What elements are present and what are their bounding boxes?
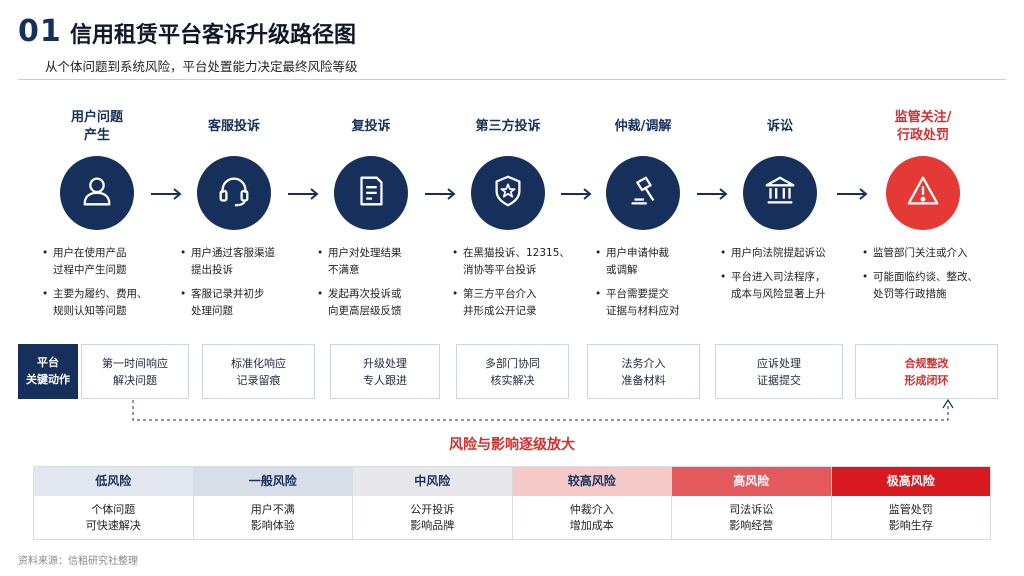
risk-level-impact: 个体问题可快速解决: [85, 502, 141, 532]
action-card: 标准化响应记录留痕: [202, 344, 315, 399]
step-bullet: 主要为履约、费用、规则认知等问题: [42, 286, 172, 320]
step-icon-circle: [606, 156, 680, 230]
user-icon: [78, 172, 116, 214]
action-card: 多部门协同核实解决: [456, 344, 569, 399]
risk-level-name: 低风险: [34, 467, 193, 496]
risk-level: 极高风险监管处罚影响生存: [831, 467, 990, 539]
risk-title: 风险与影响逐级放大: [449, 437, 575, 453]
risk-level-impact: 用户不满影响体验: [250, 502, 295, 532]
risk-level-name: 高风险: [672, 467, 831, 496]
step-description: 用户通过客服渠道提出投诉客服记录并初步处理问题: [180, 245, 310, 327]
flow-arrow-icon: [695, 186, 729, 200]
step-title: 诉讼: [766, 119, 793, 134]
step-title: 用户问题产生: [70, 110, 123, 143]
document-icon: [352, 172, 390, 214]
risk-table: 低风险个体问题可快速解决一般风险用户不满影响体验中风险公开投诉影响品牌较高风险仲…: [33, 466, 991, 540]
headset-icon: [215, 172, 253, 214]
step-description: 在黑猫投诉、12315、消协等平台投诉第三方平台介入并形成公开记录: [452, 245, 582, 327]
step-bullet: 监管部门关注或介入: [862, 245, 1007, 262]
risk-level-name: 中风险: [353, 467, 512, 496]
risk-level: 中风险公开投诉影响品牌: [353, 467, 513, 539]
step-icon-circle: [886, 156, 960, 230]
step-description: 用户向法院提起诉讼平台进入司法程序，成本与风险显著上升: [720, 245, 865, 310]
header-divider: [18, 79, 1006, 80]
action-card: 第一时间响应解决问题: [81, 344, 189, 399]
shield-star-icon: [489, 172, 527, 214]
step-description: 监管部门关注或介入可能面临约谈、整改、处罚等行政措施: [862, 245, 1007, 310]
flow-arrow-icon: [149, 186, 183, 200]
page-title: 信用租赁平台客诉升级路径图: [70, 23, 357, 48]
action-card: 法务介入准备材料: [587, 344, 700, 399]
header-number: 01: [18, 14, 62, 49]
step-bullet: 可能面临约谈、整改、处罚等行政措施: [862, 269, 1007, 303]
step-title: 监管关注/行政处罚: [894, 110, 952, 143]
gavel-icon: [624, 172, 662, 214]
step-description: 用户在使用产品过程中产生问题主要为履约、费用、规则认知等问题: [42, 245, 172, 327]
step-icon-circle: [743, 156, 817, 230]
action-card: 合规整改形成闭环: [855, 344, 998, 399]
courthouse-icon: [761, 172, 799, 214]
risk-level: 较高风险仲裁介入增加成本: [512, 467, 672, 539]
action-card: 应诉处理证据提交: [715, 344, 843, 399]
step-bullet: 平台进入司法程序，成本与风险显著上升: [720, 269, 865, 303]
step-bullet: 用户向法院提起诉讼: [720, 245, 865, 262]
action-card: 升级处理专人跟进: [330, 344, 440, 399]
risk-level-name: 较高风险: [512, 467, 671, 496]
step-icon-circle: [197, 156, 271, 230]
risk-level-impact: 司法诉讼影响经营: [729, 502, 774, 532]
flow-arrow-icon: [835, 186, 869, 200]
step-bullet: 在黑猫投诉、12315、消协等平台投诉: [452, 245, 582, 279]
warning-icon: [904, 172, 942, 214]
step-description: 用户申请仲裁或调解平台需要提交证据与材料应对: [595, 245, 725, 327]
page-subtitle: 从个体问题到系统风险，平台处置能力决定最终风险等级: [45, 59, 358, 74]
risk-level-impact: 仲裁介入增加成本: [569, 502, 614, 532]
flow-arrow-icon: [423, 186, 457, 200]
step-icon-circle: [60, 156, 134, 230]
risk-level-impact: 监管处罚影响生存: [888, 502, 933, 532]
step-icon-circle: [471, 156, 545, 230]
risk-level: 高风险司法诉讼影响经营: [672, 467, 832, 539]
risk-level-impact: 公开投诉影响品牌: [410, 502, 455, 532]
step-title: 客服投诉: [207, 119, 260, 134]
risk-level-name: 一般风险: [193, 467, 352, 496]
risk-level: 一般风险用户不满影响体验: [193, 467, 353, 539]
flow-arrow-icon: [559, 186, 593, 200]
risk-level-name: 极高风险: [831, 467, 990, 496]
step-title: 复投诉: [351, 119, 391, 134]
risk-level: 低风险个体问题可快速解决: [34, 467, 194, 539]
step-title: 第三方投诉: [475, 119, 541, 134]
actions-label: 平台关键动作: [18, 344, 78, 399]
step-icon-circle: [334, 156, 408, 230]
source-note: 资料来源：信租研究社整理: [18, 556, 138, 567]
step-description: 用户对处理结果不满意发起再次投诉或向更高层级反馈: [317, 245, 447, 327]
step-title: 仲裁/调解: [614, 119, 672, 134]
flow-arrow-icon: [286, 186, 320, 200]
